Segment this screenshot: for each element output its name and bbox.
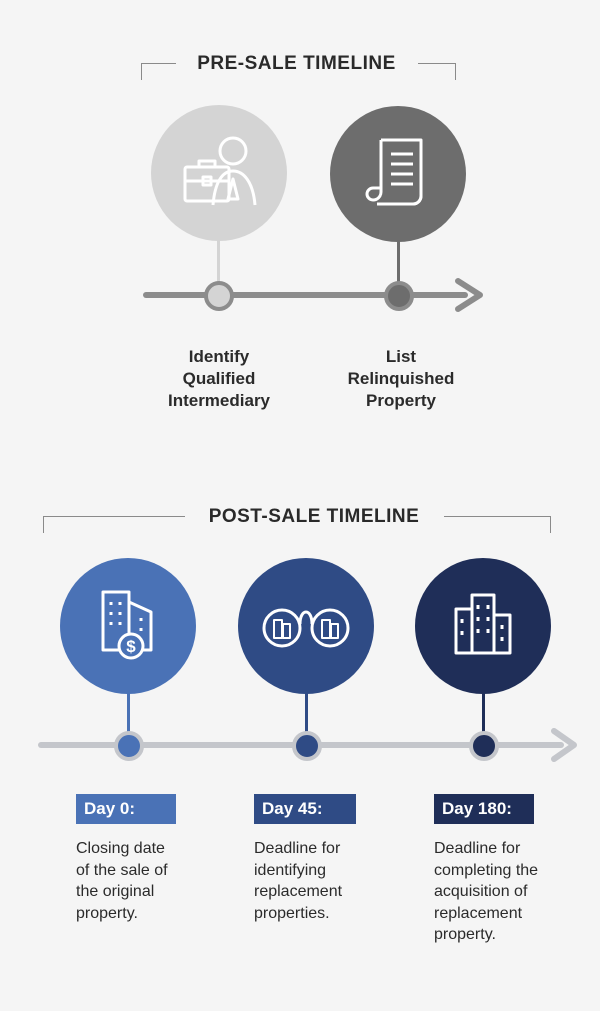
post-sale-stem-3	[482, 693, 485, 733]
pre-sale-marker-2	[384, 281, 414, 311]
svg-text:$: $	[126, 637, 136, 656]
post-sale-circle-1: $	[60, 558, 196, 694]
post-sale-stem-2	[305, 693, 308, 733]
pre-sale-bracket-right	[418, 63, 456, 80]
pre-sale-label-1: Identify Qualified Intermediary	[167, 347, 271, 410]
binoculars-buildings-icon	[258, 594, 354, 659]
briefcase-person-icon	[171, 131, 267, 216]
post-sale-circle-2	[238, 558, 374, 694]
pre-sale-circle-1	[151, 105, 287, 241]
post-sale-title: POST-SALE TIMELINE	[208, 506, 420, 527]
post-sale-bracket-right	[444, 516, 551, 533]
post-sale-arrow-head	[551, 728, 577, 762]
pre-sale-stem-2	[397, 241, 400, 283]
pre-sale-stem-1	[217, 240, 220, 282]
pre-sale-bracket-left	[141, 63, 176, 80]
pre-sale-circle-2	[330, 106, 466, 242]
post-sale-marker-2	[292, 731, 322, 761]
post-sale-bracket-left	[43, 516, 185, 533]
post-sale-stem-1	[127, 693, 130, 733]
building-dollar-icon: $	[93, 586, 163, 667]
post-sale-description-1: Closing date of the sale of the original…	[76, 840, 168, 922]
post-sale-day-badge-1: Day 0:	[76, 794, 176, 824]
document-scroll-icon	[363, 134, 433, 215]
buildings-icon	[448, 589, 518, 664]
pre-sale-label-2: List Relinquished Property	[347, 347, 455, 410]
pre-sale-track	[143, 292, 468, 298]
post-sale-marker-1	[114, 731, 144, 761]
post-sale-circle-3	[415, 558, 551, 694]
pre-sale-marker-1	[204, 281, 234, 311]
post-sale-description-2: Deadline for identifying replacement pro…	[254, 840, 343, 922]
post-sale-marker-3	[469, 731, 499, 761]
post-sale-day-badge-3: Day 180:	[434, 794, 534, 824]
pre-sale-title: PRE-SALE TIMELINE	[197, 53, 396, 74]
post-sale-day-badge-2: Day 45:	[254, 794, 356, 824]
pre-sale-arrow-head	[455, 278, 483, 312]
post-sale-description-3: Deadline for completing the acquisition …	[434, 840, 539, 943]
